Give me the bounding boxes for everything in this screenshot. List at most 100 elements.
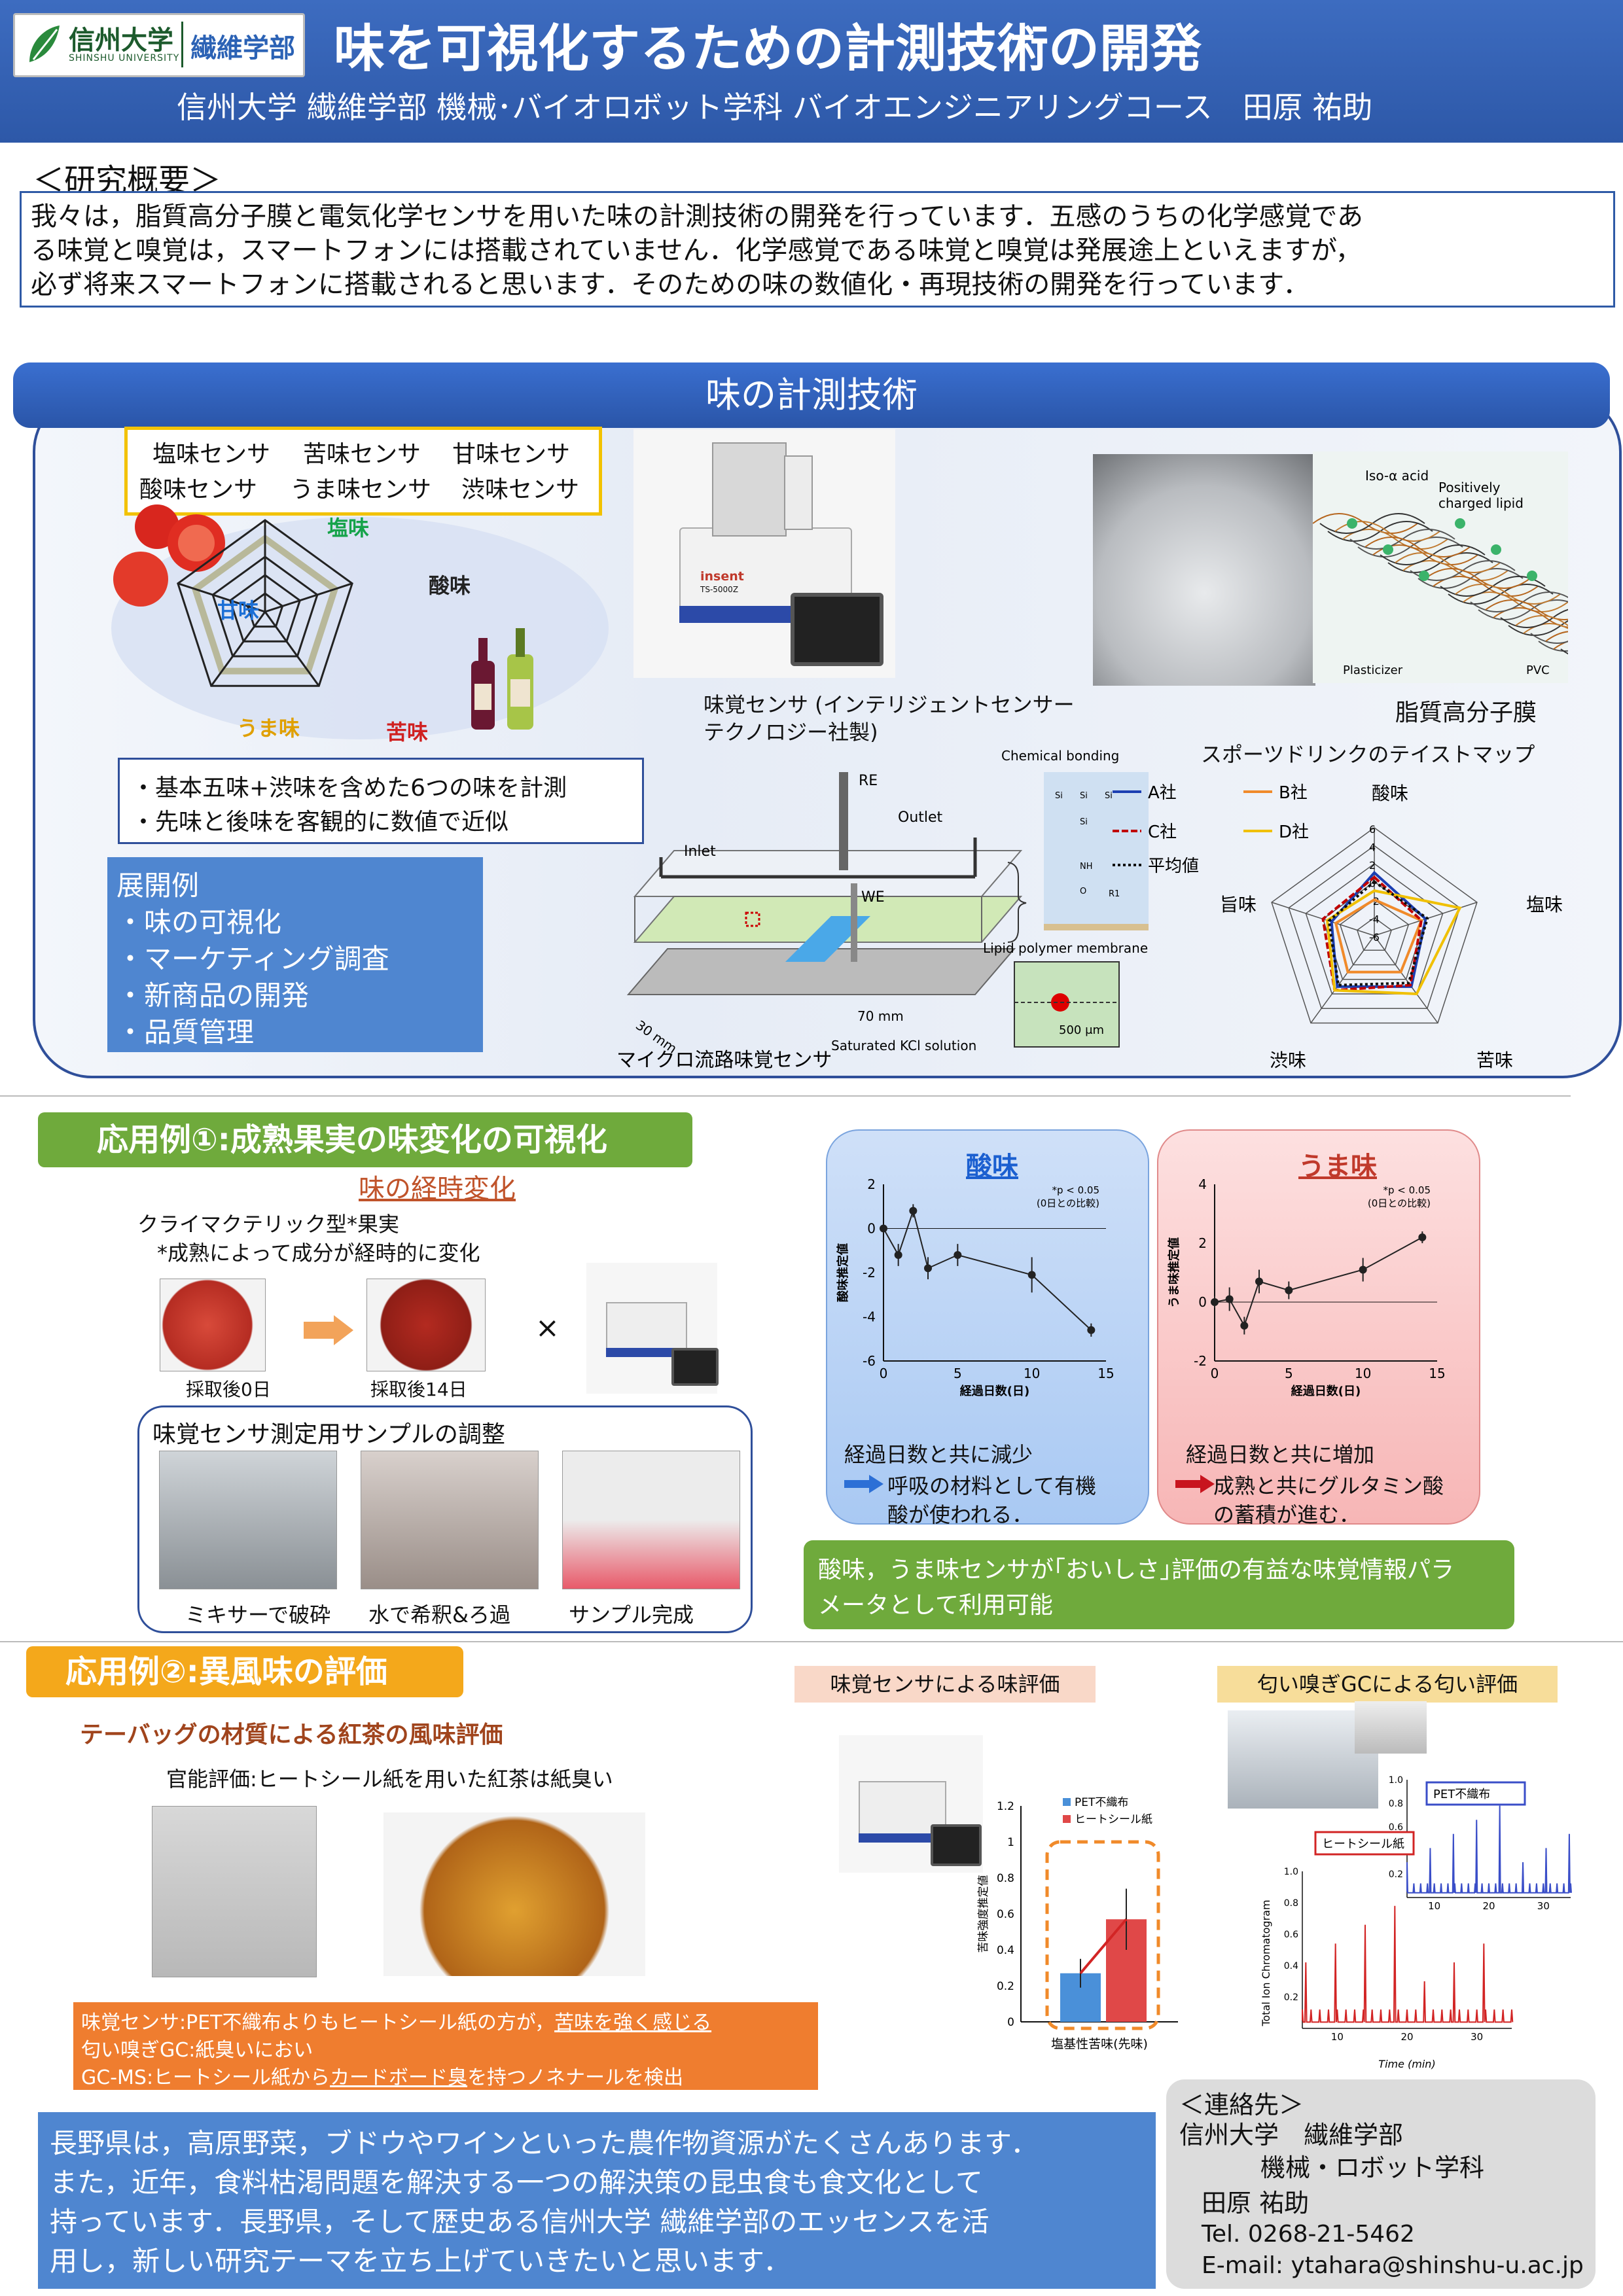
y-tick-label: 1.2 (997, 1800, 1014, 1813)
x-tick-label: 10 (1428, 1900, 1440, 1912)
radar-label-sour: 酸味 (429, 573, 471, 598)
bullet-1: ・基本五味+渋味を含めた6つの味を計測 (132, 775, 567, 802)
x-axis-label: 経過日数(日) (1291, 1384, 1361, 1398)
svg-text:Si: Si (1105, 791, 1113, 801)
y-tick-label: 0.8 (1284, 1898, 1298, 1909)
svg-text:WE: WE (861, 889, 885, 906)
membrane-fiber (1485, 599, 1568, 620)
sour-chart-title: 酸味 (966, 1152, 1018, 1182)
contact-email[interactable]: E-mail: ytahara@shinshu-u.ac.jp (1202, 2252, 1584, 2279)
arrow-red-icon (1175, 1475, 1215, 1493)
sample-prep-box: 味覚センサ測定用サンプルの調整 ミキサーで破砕 水で希釈&ろ過 サンプル完成 (137, 1405, 753, 1633)
app1-subtitle: 味の経時変化 (359, 1174, 516, 1204)
bitter-bar-chart: 00.20.40.60.811.2苦味強度推定値塩基性苦味(先味)PET不織布ヒ… (977, 1796, 1178, 2051)
result-line-2: 匂い嗅ぎGC:紙臭いにおい (81, 2039, 313, 2062)
membrane-molecule (1455, 518, 1465, 529)
membrane-fiber (1545, 631, 1568, 642)
development-item-1: ・味の可視化 (116, 906, 282, 938)
conclusion-1: 酸味，うま味センサが｢おいしさ｣評価の有益な味覚情報パラ (818, 1557, 1455, 1583)
taste-map-ring (1305, 863, 1444, 995)
significance-note: *p < 0.05 (1383, 1184, 1431, 1196)
device-caption-1: 味覚センサ (インテリジェントセンサー (704, 692, 1075, 717)
y-tick-label: 4 (1198, 1176, 1207, 1192)
result-line-1: 味覚センサ:PET不織布よりもヒートシール紙の方が，苦味を強く感じる (81, 2011, 712, 2034)
sensor-legend: 塩味センサ 苦味センサ 甘味センサ 酸味センサ うま味センサ 渋味センサ (124, 427, 602, 516)
membrane-dish-photo (1093, 454, 1315, 686)
contact-line-1: 信州大学 繊維学部 (1179, 2121, 1404, 2149)
y-tick-label: -2 (1194, 1353, 1207, 1369)
taste-map-title: スポーツドリンクのテイストマップ (1201, 742, 1535, 767)
y-axis-label: 苦味強度推定値 (977, 1875, 990, 1953)
radar-ring (177, 519, 353, 687)
taste-map-profile (1321, 875, 1423, 992)
arrow-right-icon (304, 1315, 353, 1345)
svg-text:Outlet: Outlet (898, 809, 943, 826)
sensor-bitter: 苦味センサ (303, 441, 421, 468)
data-point (894, 1251, 902, 1259)
taste-sensor-photo-2 (839, 1735, 983, 1873)
sensor-salty: 塩味センサ (152, 441, 271, 468)
data-point (1285, 1286, 1293, 1294)
svg-text:PVC: PVC (1526, 663, 1550, 677)
bullet-2: ・先味と後味を客観的に数値で近似 (132, 809, 509, 836)
logo-dept: 繊維学部 (190, 33, 295, 63)
membrane-fiber (1395, 552, 1501, 573)
day0-label: 採取後0日 (186, 1379, 271, 1400)
x-tick-label: 20 (1400, 2031, 1413, 2043)
y-tick-label: -4 (863, 1309, 876, 1325)
y-tick-label: 0.2 (1284, 1992, 1298, 2003)
svg-text:マイクロ流路味覚センサ: マイクロ流路味覚センサ (616, 1049, 832, 1072)
membrane-fiber (1425, 568, 1531, 589)
svg-text:苦味: 苦味 (1476, 1050, 1513, 1071)
contact-line-2: 機械・ロボット学科 (1260, 2153, 1485, 2182)
chromatogram-trace (1406, 1805, 1572, 1894)
legend-label: ヒートシール紙 (1075, 1813, 1152, 1826)
umami-desc-1: 経過日数と共に増加 (1186, 1442, 1375, 1467)
svg-text:A社: A社 (1148, 783, 1177, 803)
chromatogram-label-box (1425, 1781, 1526, 1806)
smell-eval-title: 匂い嗅ぎGCによる匂い評価 (1217, 1666, 1558, 1703)
y-tick-label: -2 (863, 1265, 876, 1280)
x-tick-label: 0 (1211, 1366, 1219, 1381)
svg-text:Positively: Positively (1438, 480, 1501, 495)
svg-text:R1: R1 (1109, 889, 1120, 899)
footer-line-4: 用し，新しい研究テーマを立ち上げていきたいと思います． (50, 2245, 791, 2277)
y-tick-label: 0.6 (1389, 1822, 1403, 1833)
svg-text:Inlet: Inlet (684, 843, 716, 860)
sensor-umami: うま味センサ (290, 476, 432, 503)
app2-subtitle: テーバッグの材質による紅茶の風味評価 (80, 1722, 503, 1748)
taste-map-ring (1356, 917, 1393, 951)
measure-bullets-box: ・基本五味+渋味を含めた6つの味を計測 ・先味と後味を客観的に数値で近似 (118, 758, 644, 844)
radar-ring (211, 556, 319, 658)
logo-univ: 信州大学 (69, 26, 173, 56)
radar-spoke (210, 611, 266, 687)
footer-line-1: 長野県は，高原野菜，ブドウやワインといった農作物資源がたくさんあります． (50, 2127, 1039, 2159)
device-monitor (791, 593, 883, 666)
membrane-fiber (1455, 584, 1561, 605)
umami-desc-3: の蓄積が進む． (1213, 1502, 1361, 1527)
sensory-eval: 官能評価:ヒートシール紙を用いた紅茶は紙臭い (166, 1767, 613, 1792)
taste-eval-title: 味覚センサによる味評価 (794, 1666, 1096, 1703)
tasting-person-photo (152, 1806, 317, 1977)
data-point (1255, 1277, 1263, 1286)
taste-map-ring (1288, 845, 1461, 1009)
y-tick-label: 2 (1198, 1235, 1207, 1251)
apple-day0-photo (160, 1279, 266, 1371)
sour-desc-1: 経過日数と共に減少 (844, 1442, 1033, 1467)
trend-arrow (1079, 1918, 1128, 1975)
development-item-3: ・新商品の開発 (116, 980, 310, 1012)
taste-map-profile (1334, 898, 1423, 974)
contact-tel: Tel. 0268-21-5462 (1202, 2221, 1415, 2248)
app1-conclusion-box: 酸味，うま味センサが｢おいしさ｣評価の有益な味覚情報パラ メータとして利用可能 (804, 1540, 1514, 1629)
device-caption-2: テクノロジー社製) (704, 720, 878, 745)
x-tick-label: 10 (1331, 2031, 1344, 2043)
conclusion-2: メータとして利用可能 (818, 1592, 1053, 1619)
development-box: 展開例 ・味の可視化 ・マーケティング調査 ・新商品の開発 ・品質管理 (107, 857, 483, 1052)
y-tick-label: -6 (863, 1353, 876, 1369)
chromatogram-trace (1302, 1905, 1514, 2023)
membrane-molecule (1527, 571, 1537, 581)
membrane-fiber (1538, 641, 1568, 652)
contact-box: ＜連絡先＞ 信州大学 繊維学部 機械・ロボット学科 田原 祐助 Tel. 026… (1166, 2079, 1596, 2289)
teapot-photo (383, 1812, 645, 1976)
microfluidic-sensor-diagram: RE WE Inlet Outlet 30 mm 70 mm Saturated… (616, 748, 1149, 1072)
